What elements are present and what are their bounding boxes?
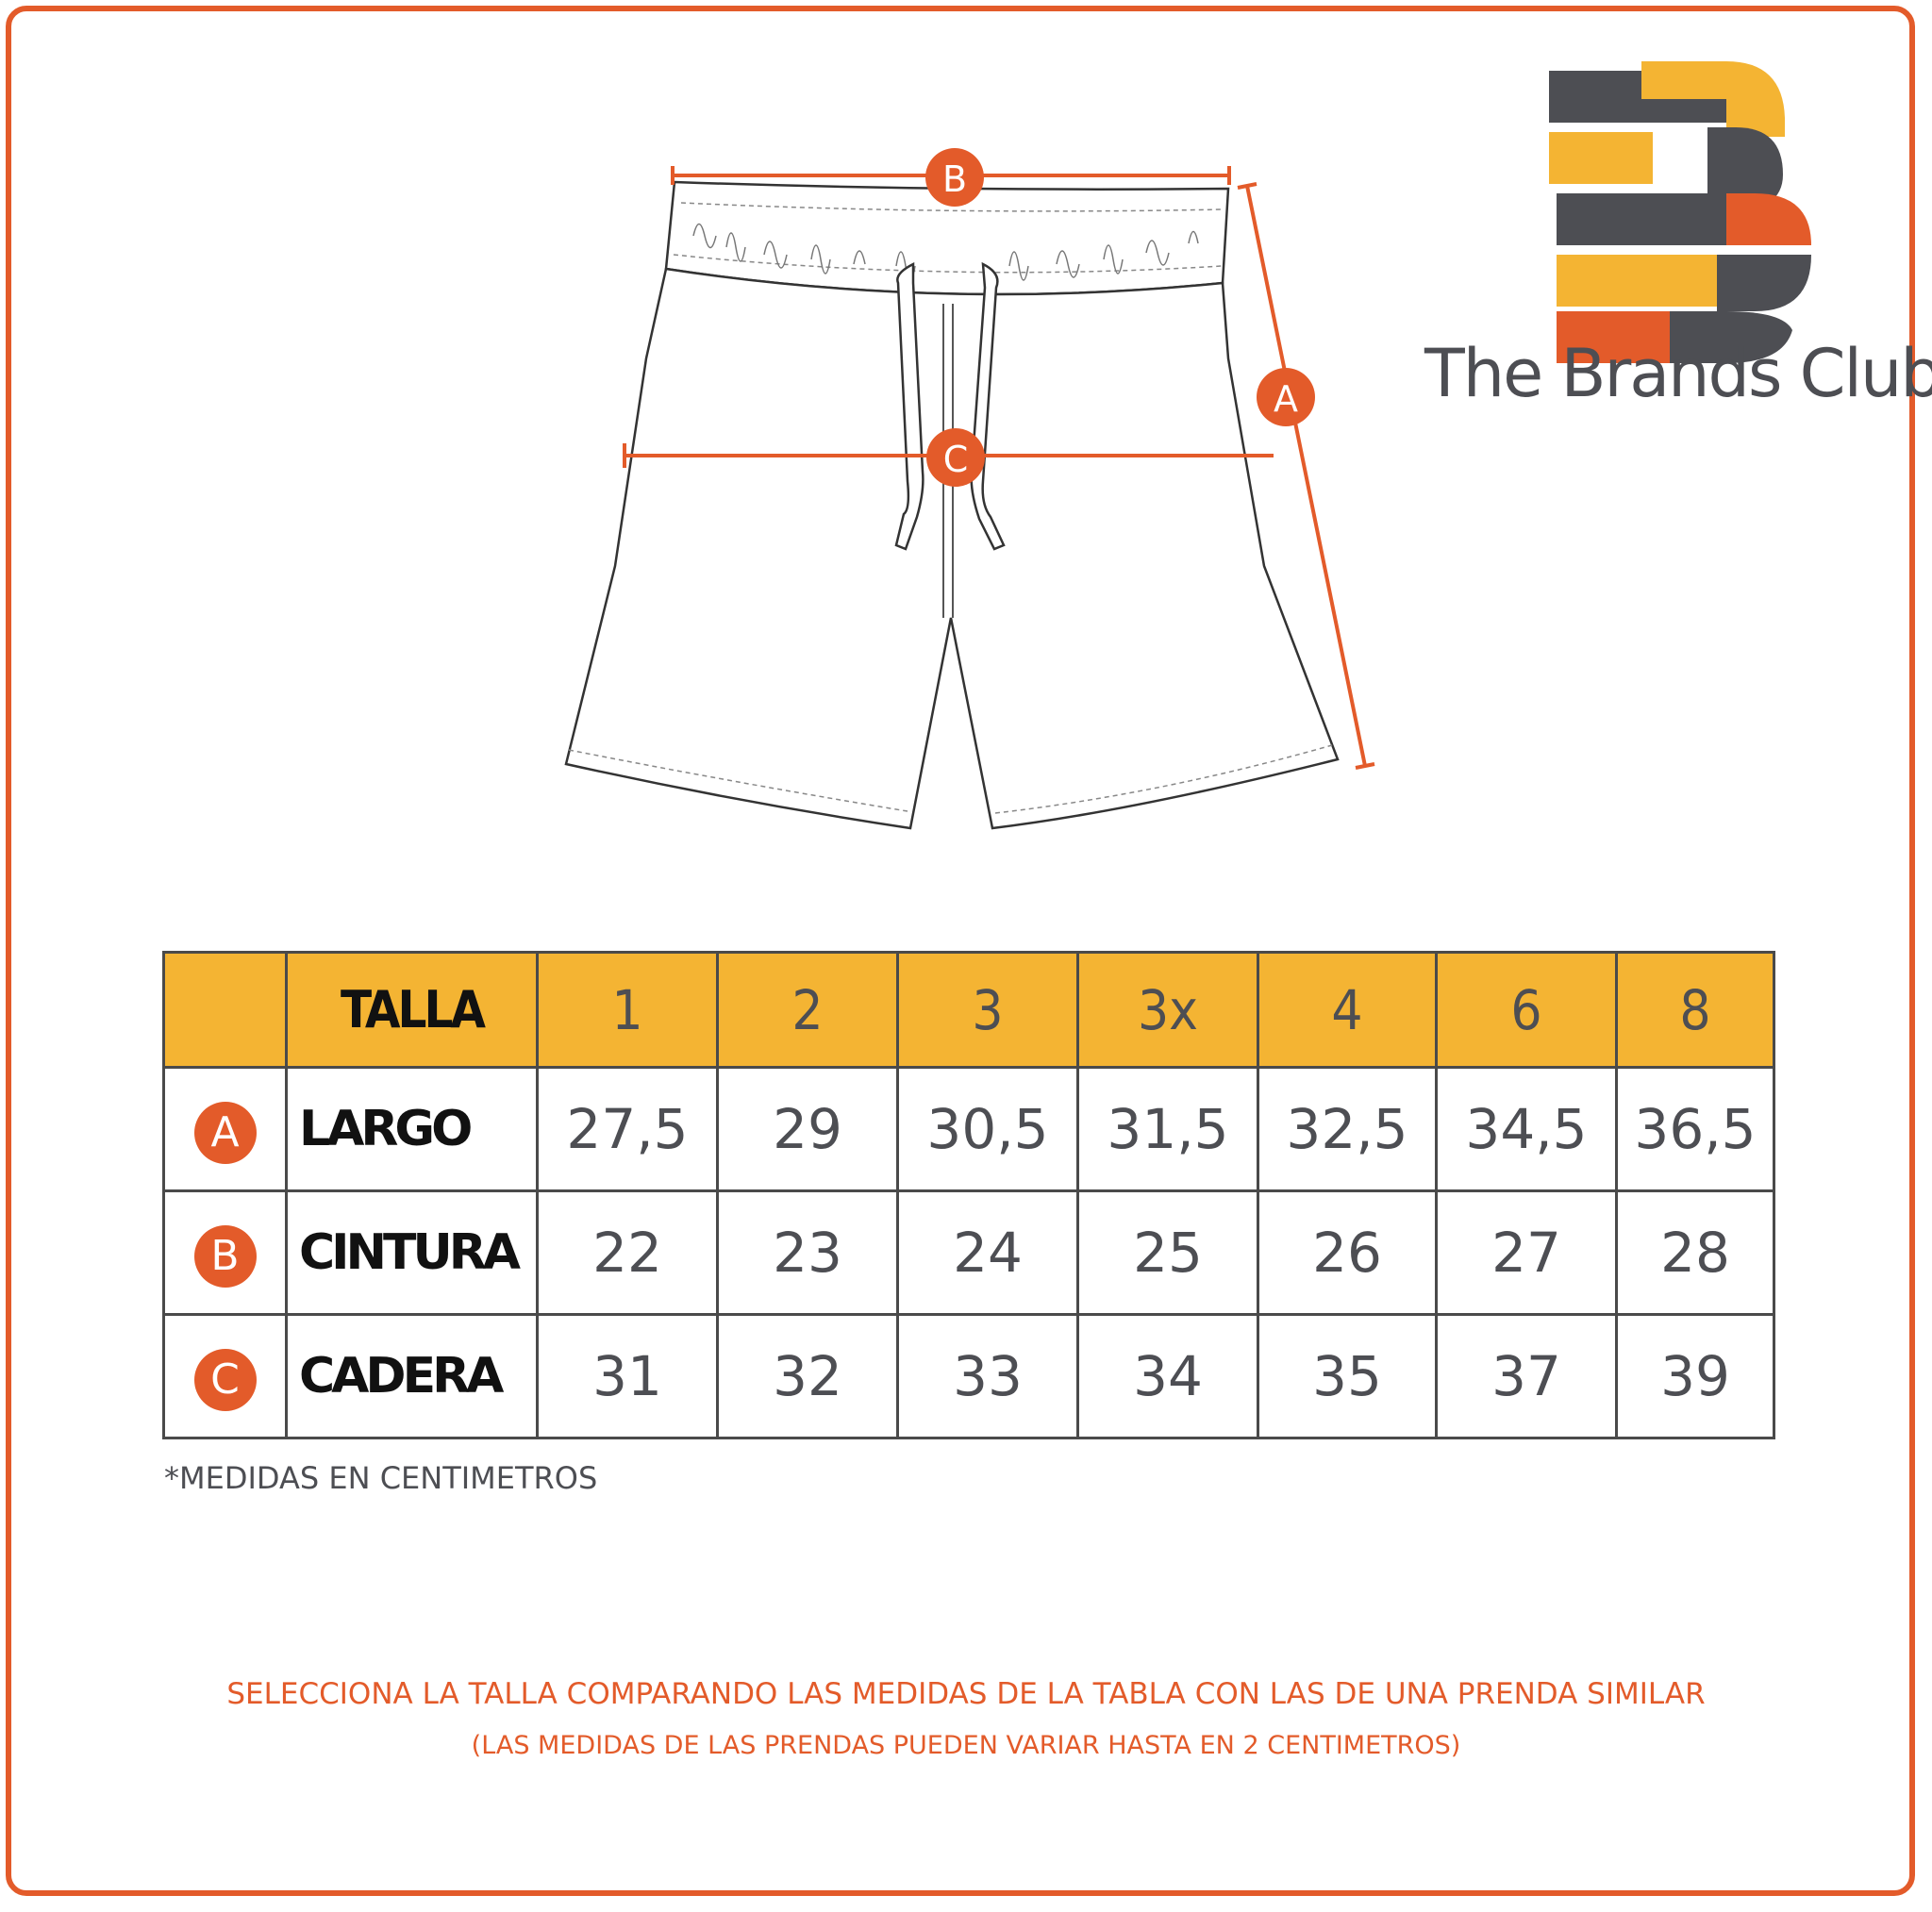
table-cell: 32	[716, 1313, 899, 1439]
table-row-largo: A LARGO 27,5 29 30,5 31,5 32,5 34,5 36,5	[162, 1066, 1775, 1192]
brand-name: The Brands Club	[1424, 335, 1932, 412]
dimension-badge-b: B	[925, 148, 984, 207]
table-cell: 37	[1435, 1313, 1618, 1439]
table-cell: 34	[1076, 1313, 1259, 1439]
table-cell: 31	[536, 1313, 719, 1439]
size-header: 1	[536, 951, 719, 1069]
brand-logo	[1549, 61, 1811, 363]
size-header: 6	[1435, 951, 1618, 1069]
table-cell: 28	[1615, 1189, 1775, 1316]
row-badge-a: A	[193, 1101, 257, 1164]
table-cell: 30,5	[896, 1066, 1079, 1192]
header-talla-label: TALLA	[285, 951, 539, 1069]
row-label-cadera: CADERA	[285, 1313, 539, 1439]
row-badge-cell: C	[162, 1313, 288, 1439]
row-badge-cell: A	[162, 1066, 288, 1192]
size-header: 8	[1615, 951, 1775, 1069]
row-badge-cell: B	[162, 1189, 288, 1316]
table-row-cintura: B CINTURA 22 23 24 25 26 27 28	[162, 1189, 1775, 1316]
dimension-label-a: A	[1274, 378, 1298, 420]
header-empty-cell	[162, 951, 288, 1069]
row-label-largo: LARGO	[285, 1066, 539, 1192]
table-cell: 32,5	[1257, 1066, 1438, 1192]
shorts-diagram: B A C	[564, 148, 1375, 830]
table-cell: 35	[1257, 1313, 1438, 1439]
row-badge-b: B	[193, 1224, 257, 1288]
size-header: 3	[896, 951, 1079, 1069]
advice-line-1: SELECCIONA LA TALLA COMPARANDO LAS MEDID…	[226, 1677, 1706, 1711]
table-cell: 31,5	[1076, 1066, 1259, 1192]
table-cell: 24	[896, 1189, 1079, 1316]
table-cell: 39	[1615, 1313, 1775, 1439]
table-header-row: TALLA 1 2 3 3x 4 6 8	[162, 951, 1775, 1069]
size-header: 3x	[1076, 951, 1259, 1069]
dimension-label-c: C	[943, 439, 969, 480]
table-cell: 25	[1076, 1189, 1259, 1316]
table-cell: 27,5	[536, 1066, 719, 1192]
dimension-label-b: B	[942, 158, 967, 200]
dimension-badge-c: C	[926, 428, 985, 487]
table-cell: 33	[896, 1313, 1079, 1439]
table-cell: 26	[1257, 1189, 1438, 1316]
page-border	[6, 6, 1915, 1896]
table-row-cadera: C CADERA 31 32 33 34 35 37 39	[162, 1313, 1775, 1439]
dimension-badge-a: A	[1257, 368, 1315, 426]
table-cell: 23	[716, 1189, 899, 1316]
row-label-cintura: CINTURA	[285, 1189, 539, 1316]
size-header: 2	[716, 951, 899, 1069]
size-table: TALLA 1 2 3 3x 4 6 8 A LARGO 27,5 29 30,…	[162, 951, 1775, 1439]
table-cell: 36,5	[1615, 1066, 1775, 1192]
table-cell: 29	[716, 1066, 899, 1192]
row-badge-c: C	[193, 1348, 257, 1411]
table-cell: 34,5	[1435, 1066, 1618, 1192]
units-note: *MEDIDAS EN CENTIMETROS	[164, 1460, 598, 1496]
advice-line-2: (LAS MEDIDAS DE LAS PRENDAS PUEDEN VARIA…	[471, 1731, 1461, 1760]
size-header: 4	[1257, 951, 1438, 1069]
table-cell: 27	[1435, 1189, 1618, 1316]
table-cell: 22	[536, 1189, 719, 1316]
